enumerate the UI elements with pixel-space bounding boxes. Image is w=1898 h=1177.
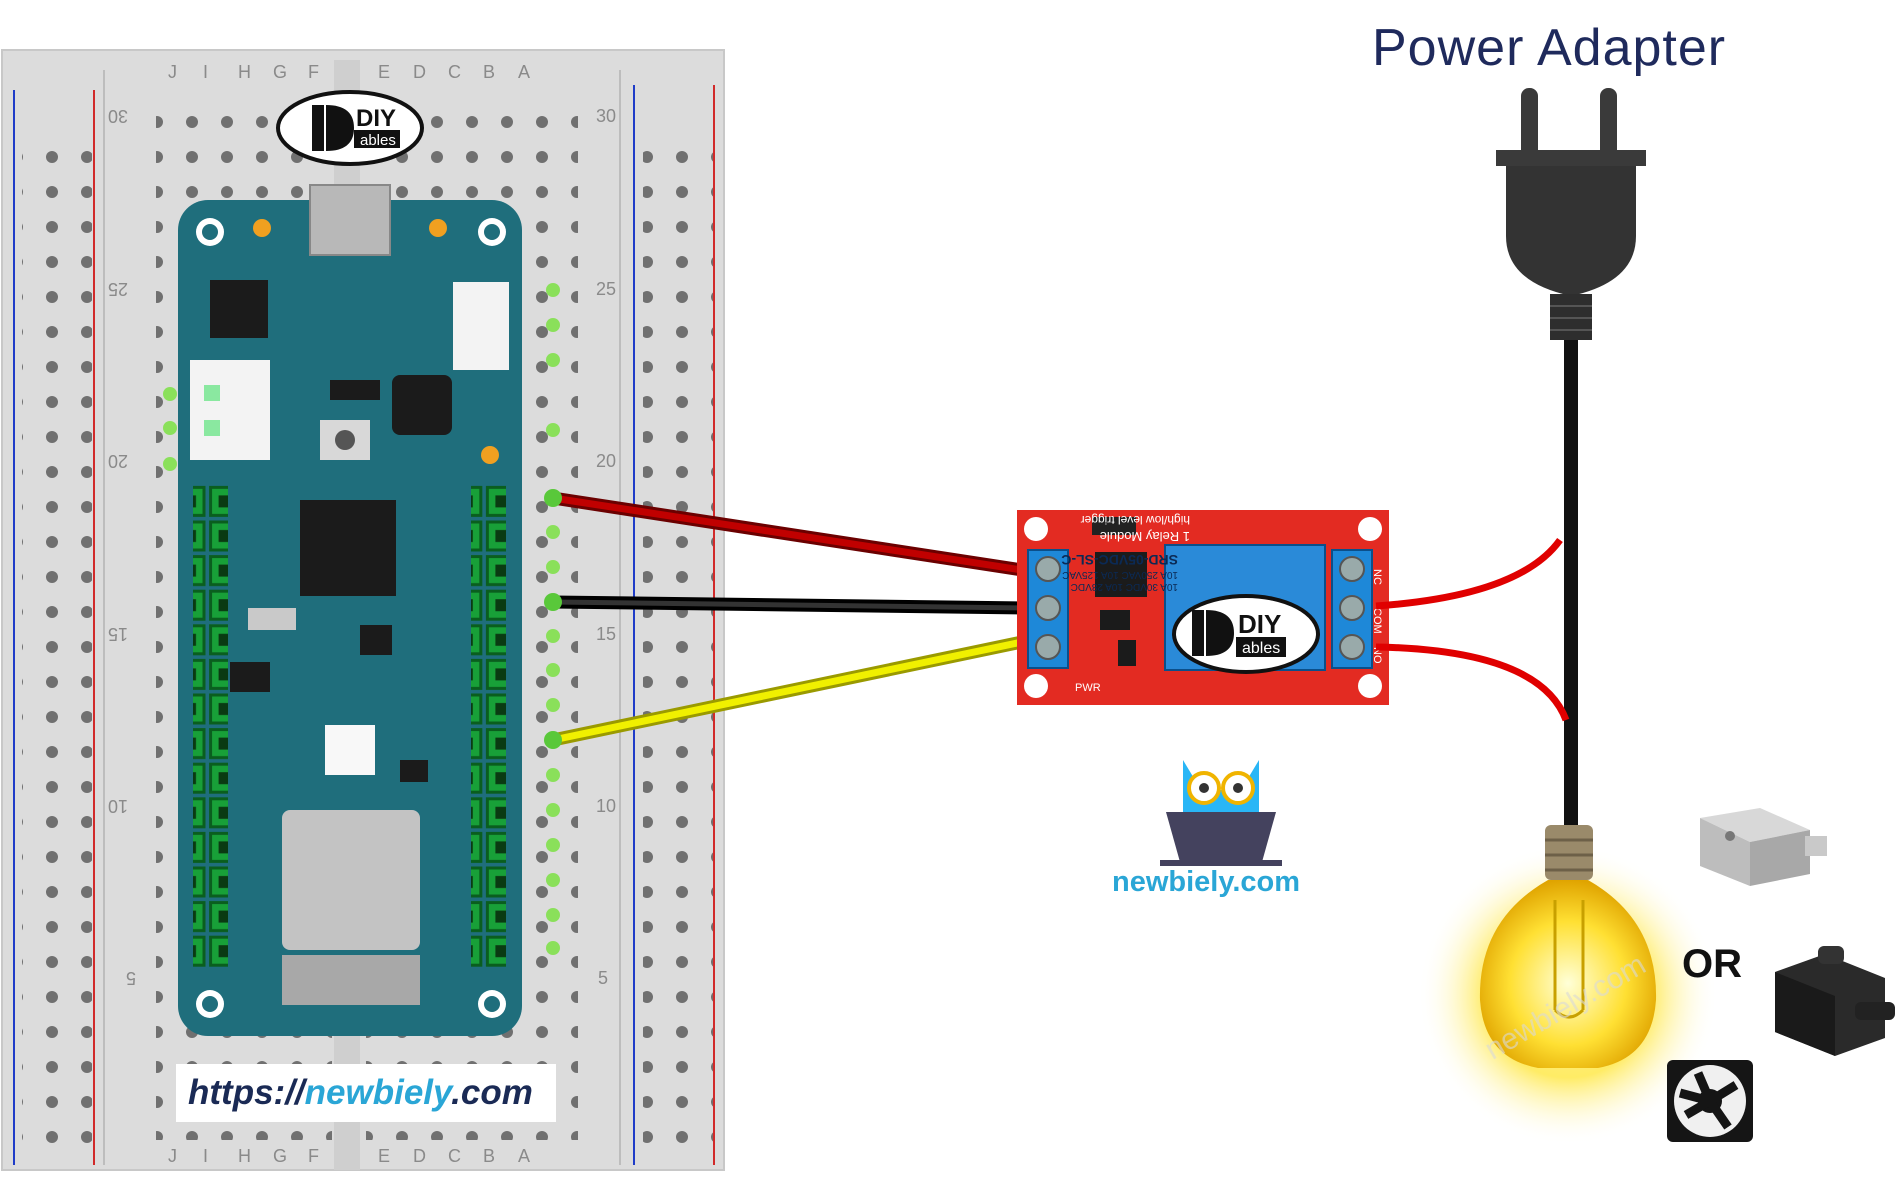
breadboard-col-label: D [413, 1146, 426, 1166]
diyables-logo-relay-icon: DIY ables [1172, 594, 1320, 674]
svg-text:25: 25 [596, 279, 616, 299]
breadboard-col-label: H [238, 62, 251, 82]
breadboard-col-label: F [308, 62, 319, 82]
svg-text:high/low level trigger: high/low level trigger [1081, 513, 1190, 527]
breadboard-col-label: C [448, 62, 461, 82]
breadboard-col-label: J [168, 62, 177, 82]
breadboard-col-label: J [168, 1146, 177, 1166]
svg-text:30: 30 [596, 106, 616, 126]
svg-text:15: 15 [108, 624, 128, 644]
svg-text:DIY: DIY [1238, 609, 1281, 639]
owl-laptop-icon [1160, 760, 1282, 866]
newbiely-url-link[interactable]: https://newbiely.com [188, 1073, 533, 1113]
svg-text:SRD-05VDC-SL-C: SRD-05VDC-SL-C [1061, 552, 1178, 568]
svg-text:ables: ables [360, 132, 396, 149]
arduino-board: DIY ables [178, 90, 522, 1036]
power-adapter-title: Power Adapter [1372, 19, 1727, 77]
svg-text:PWR: PWR [1075, 682, 1101, 694]
svg-text:10A 250VAC 10A 125VAC: 10A 250VAC 10A 125VAC [1062, 569, 1178, 580]
svg-text:5: 5 [126, 968, 136, 988]
relay-cube-labels: SRD-05VDC-SL-C 10A 250VAC 10A 125VAC 10A… [1061, 552, 1178, 592]
breadboard-col-label: A [518, 62, 530, 82]
svg-text:COM: COM [1371, 608, 1383, 634]
solenoid-lock-icon [1700, 808, 1827, 886]
svg-text:1 Relay Module: 1 Relay Module [1100, 529, 1190, 544]
breadboard-col-label: H [238, 1146, 251, 1166]
connected-holes [163, 283, 560, 955]
svg-text:10A 30VDC 10A 28VDC: 10A 30VDC 10A 28VDC [1071, 581, 1178, 592]
url-middle: newbiely [304, 1073, 452, 1112]
power-plug-icon [1496, 88, 1646, 340]
breadboard-col-label: E [378, 62, 390, 82]
breadboard-col-label: E [378, 1146, 390, 1166]
svg-text:30: 30 [108, 106, 128, 126]
breadboard-col-label: C [448, 1146, 461, 1166]
svg-text:5: 5 [598, 968, 608, 988]
url-box [176, 1064, 556, 1122]
svg-text:10: 10 [108, 796, 128, 816]
or-label: OR [1682, 942, 1742, 986]
svg-text:10: 10 [596, 796, 616, 816]
breadboard-col-label: I [203, 62, 208, 82]
svg-text:15: 15 [596, 624, 616, 644]
svg-text:ables: ables [1242, 640, 1280, 657]
breadboard-col-label: F [308, 1146, 319, 1166]
light-bulb-icon [1418, 825, 1718, 1145]
newbiely-caption[interactable]: newbiely.com [1112, 866, 1301, 898]
diyables-logo-icon: DIY ables [276, 90, 424, 166]
signal-wires [544, 489, 1029, 749]
breadboard-col-label: B [483, 62, 495, 82]
svg-text:25: 25 [108, 279, 128, 299]
mains-wiring [1375, 340, 1578, 830]
svg-text:20: 20 [108, 451, 128, 471]
svg-text:DIY: DIY [356, 105, 396, 132]
breadboard-col-label: I [203, 1146, 208, 1166]
breadboard-col-label: B [483, 1146, 495, 1166]
cooling-fan-icon [1667, 1060, 1753, 1142]
breadboard-col-label: D [413, 62, 426, 82]
breadboard-col-label: G [273, 1146, 287, 1166]
svg-text:NC: NC [1371, 569, 1383, 585]
breadboard-labels: 30 30 25 25 20 20 15 15 10 10 5 5 [108, 106, 616, 988]
water-pump-icon [1775, 946, 1895, 1056]
url-suffix: .com [451, 1073, 533, 1112]
svg-text:NO: NO [1371, 647, 1383, 664]
relay-terminal-labels: NC COM NO [1371, 569, 1383, 664]
relay-labels: 1 Relay Module high/low level trigger PW… [1075, 513, 1190, 694]
url-prefix: https:// [188, 1073, 305, 1112]
svg-text:20: 20 [596, 451, 616, 471]
breadboard-col-label: G [273, 62, 287, 82]
breadboard-col-label: A [518, 1146, 530, 1166]
relay-module: 1 Relay Module high/low level trigger PW… [1017, 510, 1389, 705]
